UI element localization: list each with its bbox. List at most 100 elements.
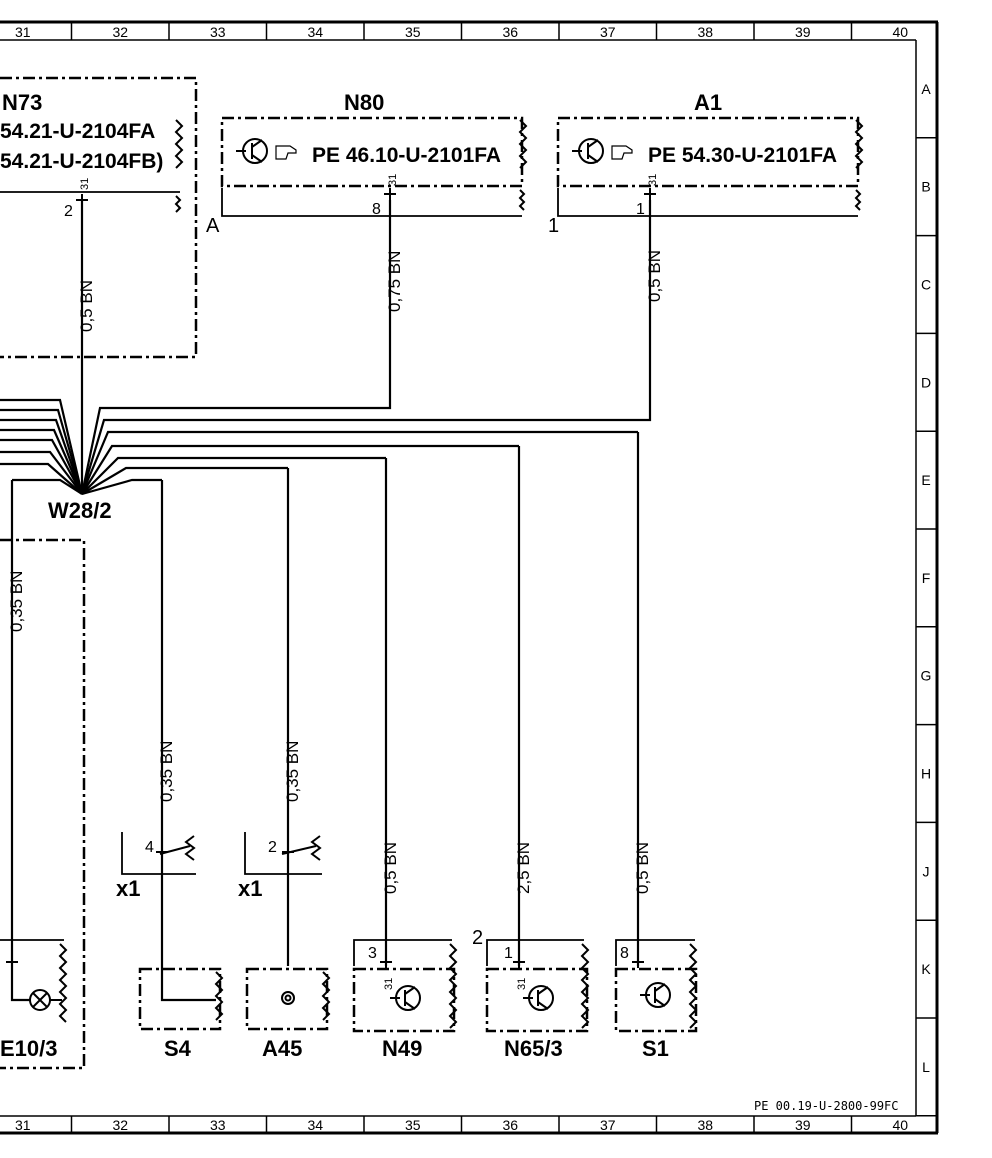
hand-pointer-icon <box>611 145 633 160</box>
column-label: 35 <box>405 24 421 40</box>
column-label: 34 <box>307 1117 323 1133</box>
row-label: K <box>921 961 931 977</box>
wire-label-e10: 0,35 BN <box>7 571 26 632</box>
wire-n65 <box>81 444 521 966</box>
n73-pin-top: 31 <box>79 178 91 190</box>
wire-label-a1: 0,5 BN <box>645 250 664 302</box>
n73-name: N73 <box>2 90 42 115</box>
wire-e10 <box>10 478 83 1002</box>
row-label: F <box>922 570 931 586</box>
wire-a1 <box>80 200 652 495</box>
a1-pin: 1 <box>636 201 645 218</box>
column-label: 37 <box>600 24 616 40</box>
a45-name: A45 <box>262 1036 302 1061</box>
e10-name: E10/3 <box>0 1036 58 1061</box>
n65-name: N65/3 <box>504 1036 563 1061</box>
column-label: 37 <box>600 1117 616 1133</box>
n73-ref-1: 54.21-U-2104FA <box>0 120 155 143</box>
column-label: 34 <box>307 24 323 40</box>
row-label: B <box>921 179 930 195</box>
s1-name: S1 <box>642 1036 669 1061</box>
column-label: 39 <box>795 1117 811 1133</box>
n80-pin: 8 <box>372 201 381 218</box>
w28-name: W28/2 <box>48 498 112 523</box>
column-label: 32 <box>112 1117 128 1133</box>
column-label: 33 <box>210 1117 226 1133</box>
row-label: H <box>921 766 931 782</box>
row-label: G <box>921 668 932 684</box>
row-label: L <box>922 1059 930 1075</box>
column-ticks <box>70 22 853 1133</box>
a1-pin-top: 31 <box>647 174 659 186</box>
row-label: C <box>921 277 931 293</box>
x1-left-pin: 4 <box>145 839 154 856</box>
component-boxes <box>0 76 860 1070</box>
break-marks <box>58 119 864 1029</box>
wire-label-s4: 0,35 BN <box>157 741 176 802</box>
row-label: D <box>921 374 931 390</box>
n80-pin-top: 31 <box>387 174 399 186</box>
n80-side-mark: A <box>206 215 220 237</box>
x1-right-name: x1 <box>238 876 262 901</box>
hand-icons <box>275 145 633 160</box>
column-label: 39 <box>795 24 811 40</box>
hand-pointer-icon <box>275 145 297 160</box>
wire-label-n80: 0,75 BN <box>385 251 404 312</box>
column-label: 40 <box>892 24 908 40</box>
wire-a45 <box>81 466 290 966</box>
column-label: 31 <box>15 1117 31 1133</box>
column-label: 38 <box>697 24 713 40</box>
column-label: 40 <box>892 1117 908 1133</box>
wire-s4 <box>81 478 216 1002</box>
n49-pin-top: 31 <box>383 978 395 990</box>
a1-side-mark: 1 <box>548 215 559 237</box>
column-label: 31 <box>15 24 31 40</box>
n65-pin-top: 31 <box>516 978 528 990</box>
connector-brackets <box>0 188 858 966</box>
row-label: E <box>921 472 930 488</box>
n80-ref: PE 46.10-U-2101FA <box>312 144 501 167</box>
column-label: 36 <box>502 24 518 40</box>
s4-name: S4 <box>164 1036 192 1061</box>
column-label: 32 <box>112 24 128 40</box>
column-labels-top: 31 32 33 34 35 36 37 38 39 40 <box>15 24 908 40</box>
a1-ref: PE 54.30-U-2101FA <box>648 144 837 167</box>
column-label: 35 <box>405 1117 421 1133</box>
frame <box>0 20 939 1135</box>
transistor-icon <box>242 138 268 164</box>
column-label: 36 <box>502 1117 518 1133</box>
column-label: 38 <box>697 1117 713 1133</box>
n49-name: N49 <box>382 1036 422 1061</box>
footer-code: PE 00.19-U-2800-99FC <box>754 1099 899 1113</box>
sensor-icon <box>281 991 295 1005</box>
wire-s1 <box>80 430 640 966</box>
n80-name: N80 <box>344 90 384 115</box>
device-symbols <box>29 138 671 1011</box>
column-label: 33 <box>210 24 226 40</box>
n73-ref-2: 54.21-U-2104FB) <box>0 150 163 173</box>
column-labels-bottom: 31 32 33 34 35 36 37 38 39 40 <box>15 1117 908 1133</box>
row-label: A <box>921 81 931 97</box>
wire-n49 <box>81 456 388 966</box>
n65-side-mark: 2 <box>472 927 483 949</box>
row-label: J <box>923 863 930 879</box>
wire-label-n73: 0,5 BN <box>77 280 96 332</box>
row-labels: A B C D E F G H J K L <box>921 81 932 1075</box>
wire-label-n49: 0,5 BN <box>381 842 400 894</box>
wire-label-a45: 0,35 BN <box>283 741 302 802</box>
n73-pin: 2 <box>64 203 73 220</box>
transistor-icon <box>578 138 604 164</box>
x1-left-name: x1 <box>116 876 140 901</box>
row-ticks <box>916 137 937 1117</box>
n65-pin: 1 <box>504 945 513 962</box>
a1-name: A1 <box>694 90 722 115</box>
wires <box>0 200 652 1002</box>
wire-n80 <box>80 200 392 495</box>
wire-label-s1: 0,5 BN <box>633 842 652 894</box>
wire-label-n65: 2,5 BN <box>514 842 533 894</box>
s1-pin: 8 <box>620 945 629 962</box>
x1-right-pin: 2 <box>268 839 277 856</box>
pin-connectors <box>6 188 656 968</box>
n49-pin: 3 <box>368 945 377 962</box>
